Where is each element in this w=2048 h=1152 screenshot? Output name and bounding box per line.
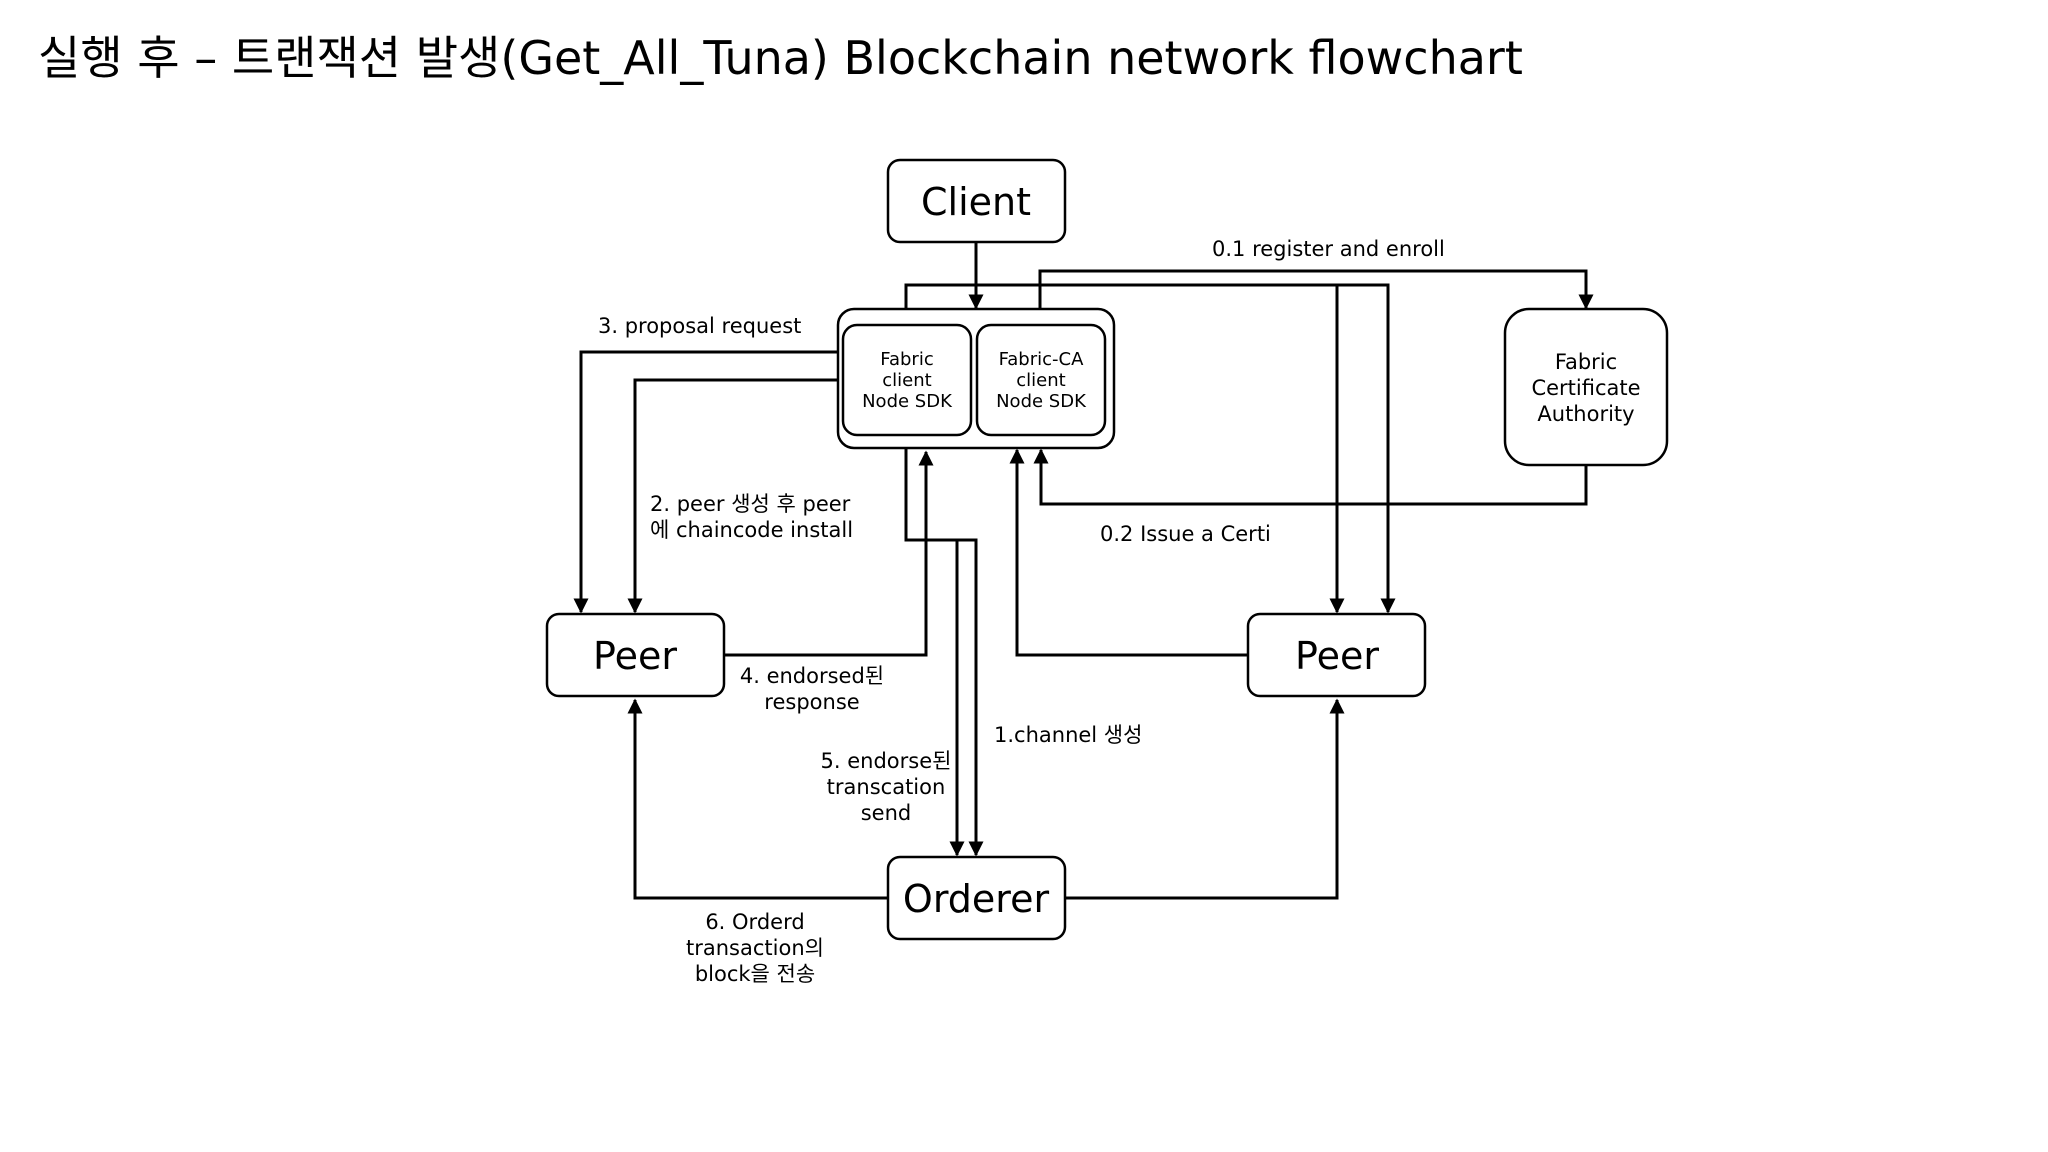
peer-right-node: [1246, 612, 1427, 698]
fabric-ca-client-label-2: client: [1016, 370, 1065, 391]
label-tx-send-2: transcation: [827, 775, 946, 799]
label-proposal-request: 3. proposal request: [598, 314, 801, 338]
label-register-enroll: 0.1 register and enroll: [1212, 237, 1445, 261]
ca-label-1: Fabric: [1555, 350, 1617, 374]
edge-proposal-request: [573, 350, 842, 614]
label-tx-send-3: send: [861, 801, 912, 825]
peer-left-node: [545, 612, 726, 698]
edge-tx-send-orderer: [904, 447, 965, 857]
orderer-label: Orderer: [903, 877, 1050, 921]
edge-install-left-peer: [627, 378, 842, 614]
orderer-node: [886, 855, 1067, 941]
fabric-client-label-3: Node SDK: [862, 391, 953, 412]
label-endorsed-response-1: 4. endorsed된: [740, 664, 884, 688]
edge-register-enroll: [1038, 269, 1594, 325]
label-channel-create: 1.channel 생성: [994, 723, 1142, 747]
ca-node: [1503, 307, 1669, 467]
edge-channel-orderer: [957, 538, 984, 857]
ca-label-3: Authority: [1537, 402, 1634, 426]
client-label: Client: [921, 180, 1031, 224]
edge-endorsed-response: [724, 450, 934, 657]
label-ordered-block-2: transaction의: [686, 936, 824, 960]
edge-orderer-left-peer: [627, 698, 888, 900]
peer-right-label: Peer: [1295, 634, 1379, 678]
label-install-2: 에 chaincode install: [650, 518, 853, 542]
label-tx-send-1: 5. endorse된: [821, 749, 952, 773]
label-install-1: 2. peer 생성 후 peer: [650, 492, 851, 516]
fabric-ca-client-label-1: Fabric-CA: [999, 349, 1085, 370]
edge-install-right-peer-b: [1337, 283, 1396, 614]
label-endorsed-response-2: response: [764, 690, 859, 714]
label-ordered-block-3: block을 전송: [695, 962, 815, 986]
edge-right-peer-to-sdk: [1009, 448, 1248, 657]
edge-install-right-peer-a: [904, 283, 1345, 614]
fabric-client-label-1: Fabric: [880, 349, 933, 370]
label-issue-certi: 0.2 Issue a Certi: [1100, 522, 1271, 546]
peer-left-label: Peer: [593, 634, 677, 678]
client-node: [886, 158, 1067, 244]
ca-label-2: Certificate: [1531, 376, 1640, 400]
label-ordered-block-1: 6. Orderd: [705, 910, 804, 934]
fabric-client-node: [841, 323, 973, 437]
page-title: 실행 후 – 트랜잭션 발생(Get_All_Tuna) Blockchain …: [38, 31, 1523, 85]
fabric-client-label-2: client: [882, 370, 931, 391]
edge-issue-certi: [1033, 448, 1588, 506]
fabric-ca-client-label-3: Node SDK: [996, 391, 1087, 412]
fabric-ca-client-node: [975, 323, 1107, 437]
edge-orderer-right-peer: [1066, 698, 1345, 900]
